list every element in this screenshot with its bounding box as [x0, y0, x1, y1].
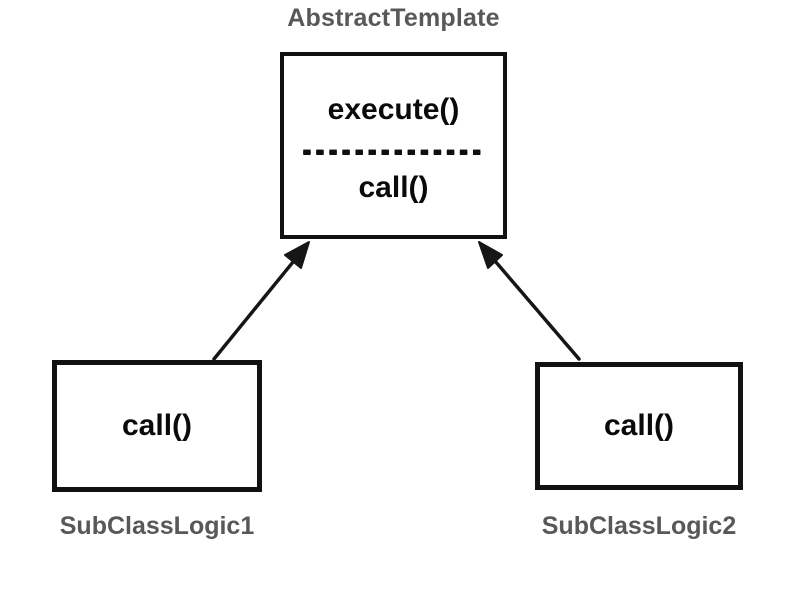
- subclass2-title: SubClassLogic2: [541, 512, 737, 540]
- inheritance-arrow-right: [478, 241, 581, 361]
- arrowhead-right-icon: [478, 241, 503, 269]
- subclass1-title: SubClassLogic1: [59, 512, 255, 540]
- subclass1-box: call(): [52, 360, 262, 492]
- abstract-template-title: AbstractTemplate: [287, 4, 500, 32]
- subclass1-call-method-label: call(): [121, 409, 193, 442]
- abstract-template-box: execute() -------------- call(): [280, 52, 507, 239]
- template-call-method-label: call(): [358, 171, 429, 204]
- subclass2-box: call(): [535, 362, 743, 490]
- execute-method-label: execute(): [327, 93, 460, 126]
- arrowhead-left-icon: [284, 241, 310, 269]
- method-divider: --------------: [302, 138, 485, 164]
- inheritance-arrow-left: [212, 241, 310, 361]
- subclass2-call-method-label: call(): [603, 409, 675, 442]
